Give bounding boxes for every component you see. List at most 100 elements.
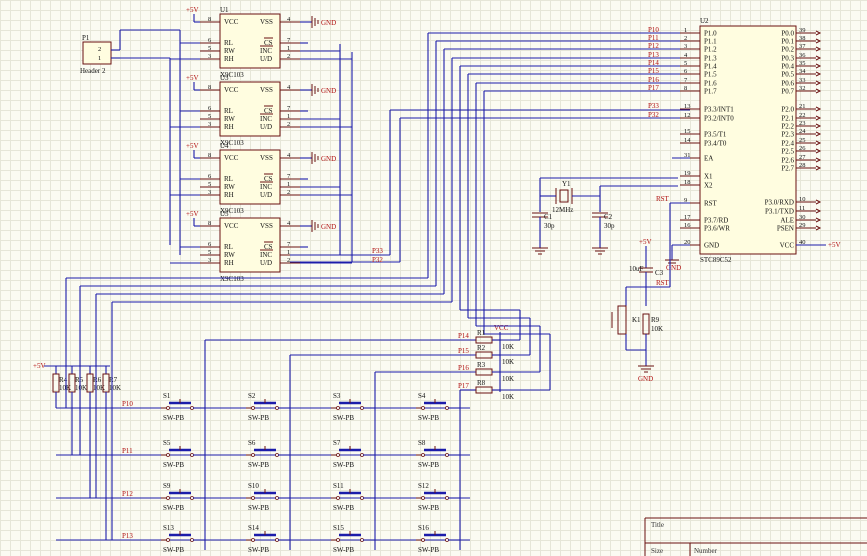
port-net-p14: P14 [459,59,680,310]
pin-rw: RW [224,183,235,191]
cap-c2[interactable]: C2 30p [592,212,615,245]
switch-ref: S12 [418,482,429,490]
mcu-pin-name: P0.5 [781,71,794,79]
pin-number: 4 [287,16,291,23]
mcu-pin-left: P1.56 [680,68,717,79]
header-pin2: 2 [98,46,101,53]
pot-ref: U4 [220,142,229,150]
mcu-pin-name: P1.5 [704,71,717,79]
mcu-u2[interactable]: U2 STC89C52 [699,17,797,264]
switch-ref: S15 [333,524,344,532]
reset-circuit[interactable]: +5V 10uF C3 RST K1 R9 10K GND [611,238,670,383]
cap-c1[interactable]: C1 30p [532,212,555,245]
mcu-pin-number: 18 [684,179,691,186]
mcu-pin-name: P3.6/WR [704,225,730,233]
keypad-vcc-label: VCC [494,324,509,332]
mcu-pin-number: 1 [684,27,687,34]
net-p32: P32 [372,256,383,264]
pin-rl: RL [224,39,233,47]
keypad-col-4: P17 [458,382,476,550]
pin-number: 6 [208,241,212,248]
mcu-pin-number: 34 [799,68,806,75]
keypad-row-2: P11 [56,447,470,456]
switch-type: SW-PB [163,546,184,554]
switch-type: SW-PB [418,414,439,422]
switch-type: SW-PB [163,504,184,512]
mcu-pin-left: P1.78 [680,85,717,96]
col-res-ref: R3 [477,361,486,369]
mcu-pin-name: P0.4 [781,63,794,71]
mcu-pin-name: P2.2 [781,123,794,131]
net-label: P10 [648,26,659,34]
header-p1[interactable]: P1 Header 2 2 1 [80,29,180,75]
mcu-pin-number: 30 [799,214,806,221]
mcu-pin-name: P2.3 [781,131,794,139]
net-label: P16 [648,76,659,84]
pin-number: 4 [287,152,291,159]
mcu-pin-name: P3.3/INT1 [704,106,734,114]
mcu-pin-left: P1.12 [680,35,717,46]
keypad-col-1: P14 [204,332,476,550]
switch-type: SW-PB [248,461,269,469]
mcu-misc-wiring: GND RST +5V [656,157,841,287]
mcu-pin-name: P1.3 [704,55,717,63]
switch-type: SW-PB [333,546,354,554]
pin-number: 5 [208,45,211,52]
pin-number: 2 [287,121,290,128]
switch-type: SW-PB [333,504,354,512]
pin-rw: RW [224,251,235,259]
net-label: P15 [648,67,659,75]
net-label: P12 [648,42,659,50]
mcu-pin-number: 22 [799,112,806,119]
mcu-pin-name: PSEN [777,225,794,233]
keypad-supply-label: +5V [33,362,46,370]
pot-supply: +5V [186,74,199,82]
row-label: P10 [122,400,133,408]
keypad-supply: +5V VCC [33,324,509,392]
switch-ref: S4 [418,392,426,400]
mcu-pin-number: 5 [684,60,687,67]
net-label: P33 [648,102,659,110]
pin-number: 2 [287,189,290,196]
c1-value: 30p [544,222,555,230]
pot-ref: U1 [220,6,229,14]
pin-inc: INC [260,115,272,123]
crystal-y1[interactable]: Y1 12MHz [539,177,678,214]
pin-inc: INC [260,251,272,259]
pin-number: 6 [208,173,212,180]
mcu-ref: U2 [700,17,709,25]
net-label: P17 [648,84,659,92]
pin-number: 4 [287,220,291,227]
r9-value: 10K [651,325,663,333]
